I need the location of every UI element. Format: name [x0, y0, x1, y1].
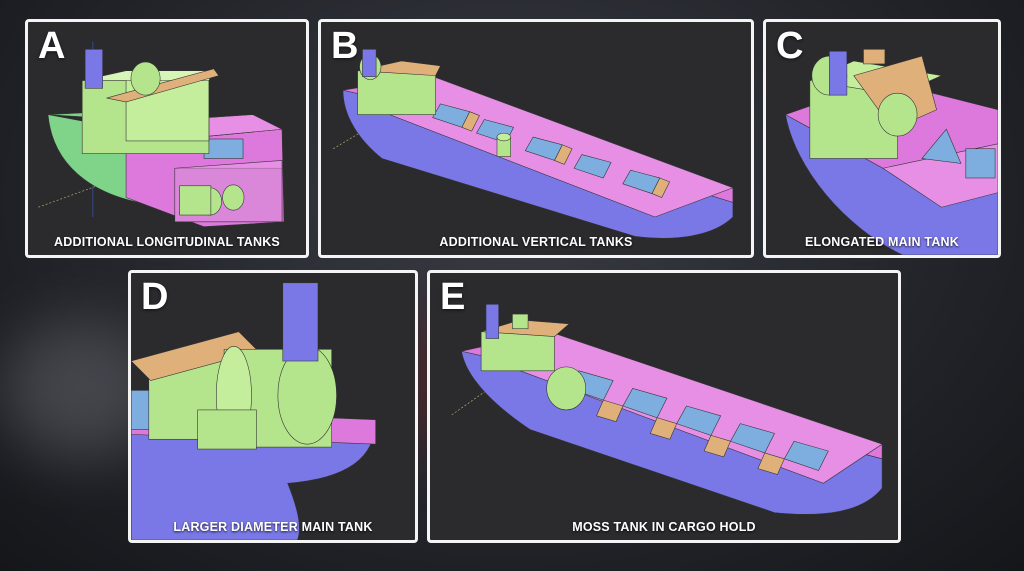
- panel-caption: ADDITIONAL VERTICAL TANKS: [439, 235, 633, 249]
- ship-render-vertical-tanks: [333, 49, 734, 239]
- panel-letter: C: [776, 25, 804, 67]
- panel-caption: LARGER DIAMETER MAIN TANK: [173, 520, 373, 534]
- panel-caption: ADDITIONAL LONGITUDINAL TANKS: [54, 235, 280, 249]
- panel-letter: E: [440, 276, 466, 318]
- ship-render-elongated-tank: [784, 49, 998, 255]
- panel-a: A ADDITIONAL LONGITUDINAL TANKS: [25, 19, 309, 258]
- panel-b: B ADDITIONAL VERTICAL TANKS: [318, 19, 754, 258]
- panel-d: D LARGER DIAMETER MAIN TANK: [128, 270, 418, 543]
- panel-caption: ELONGATED MAIN TANK: [804, 235, 960, 249]
- panel-caption: MOSS TANK IN CARGO HOLD: [572, 520, 756, 534]
- ship-render-larger-diameter-tank: [131, 282, 376, 540]
- ship-render-moss-tank: [451, 304, 883, 515]
- panel-letter: D: [141, 276, 169, 318]
- panel-e: E MOSS TANK IN CARGO HOLD: [427, 270, 901, 543]
- panel-letter: A: [38, 25, 66, 67]
- ship-render-longitudinal-tanks: [38, 41, 285, 228]
- panel-letter: B: [331, 25, 359, 67]
- panel-c: C ELONGATED MAIN TANK: [763, 19, 1001, 258]
